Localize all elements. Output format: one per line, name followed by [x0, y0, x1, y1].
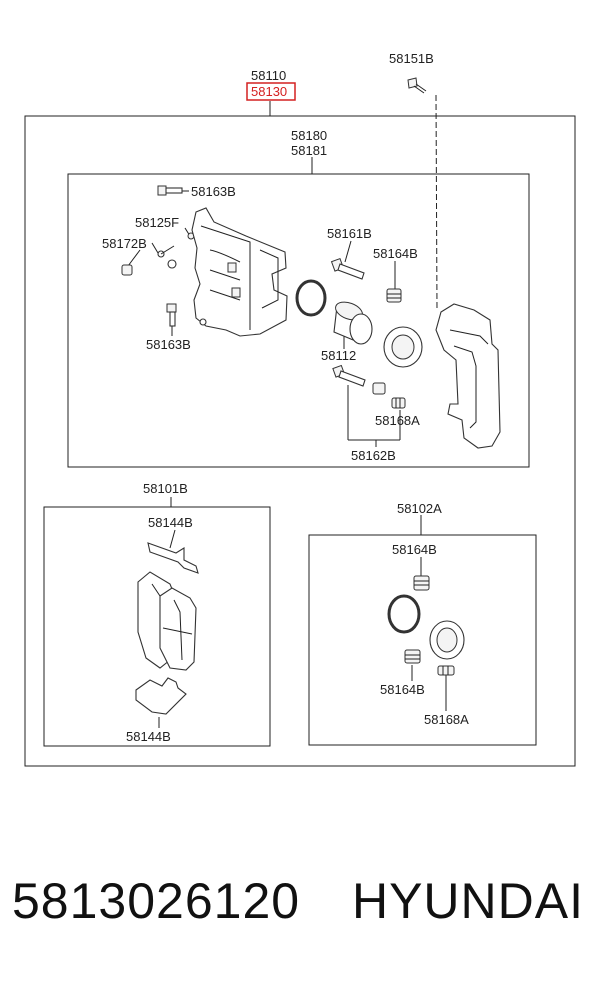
label-58164b-seal-bottom: 58164B [380, 682, 425, 697]
seal-kit-ring [387, 594, 421, 634]
label-58102a: 58102A [397, 501, 442, 516]
seal-boot-small [437, 665, 455, 676]
brand-name: HYUNDAI [351, 873, 584, 929]
main-frame [24, 115, 576, 767]
pad-kit-frame [43, 506, 271, 747]
label-58112: 58112 [321, 348, 356, 363]
label-58163b-lower: 58163B [146, 337, 191, 352]
caliper-bracket [435, 303, 501, 449]
cap-58172b [121, 264, 133, 276]
seal-boot-bottom [404, 649, 421, 664]
label-58172b: 58172B [102, 236, 147, 251]
piston-boot [383, 326, 423, 368]
boot-58168a [391, 397, 406, 409]
piston-58112 [333, 301, 373, 345]
bolt-58163b-lower [166, 303, 177, 327]
label-58151b: 58151B [389, 51, 434, 66]
seal-kit-boot [429, 620, 465, 660]
pad-clip-bottom [135, 677, 187, 715]
guide-pin-lower [332, 364, 366, 387]
label-58180: 58180 [291, 128, 327, 143]
bleeder-58125f [157, 232, 195, 258]
label-58162b: 58162B [351, 448, 396, 463]
seal-kit-frame [308, 534, 537, 746]
seal-ring [295, 279, 327, 317]
highlight-box [246, 82, 296, 101]
label-58181: 58181 [291, 143, 327, 158]
bolt-58151b [407, 77, 427, 94]
bolt-58163b-upper [157, 185, 183, 196]
label-58164b-seal-top: 58164B [392, 542, 437, 557]
label-58144b-top: 58144B [148, 515, 193, 530]
label-58130: 58130 [251, 84, 287, 99]
brake-pad-right [159, 587, 197, 671]
label-58161b: 58161B [327, 226, 372, 241]
label-58164b: 58164B [373, 246, 418, 261]
label-58168a-seal: 58168A [424, 712, 469, 727]
label-58125f: 58125F [135, 215, 179, 230]
footer: 5813026120 HYUNDAI [0, 872, 600, 952]
caliper-frame [67, 173, 530, 468]
part-number: 5813026120 [12, 873, 301, 929]
label-58168a: 58168A [375, 413, 420, 428]
label-58163b-upper: 58163B [191, 184, 236, 199]
guide-pin-58161b [330, 257, 365, 280]
boot-58164b [386, 288, 402, 303]
seal-boot-top [413, 575, 430, 591]
label-58144b-bottom: 58144B [126, 729, 171, 744]
caliper-body [191, 207, 288, 337]
pad-clip-top [147, 542, 199, 574]
label-58110: 58110 [251, 68, 286, 83]
label-58101b: 58101B [143, 481, 188, 496]
